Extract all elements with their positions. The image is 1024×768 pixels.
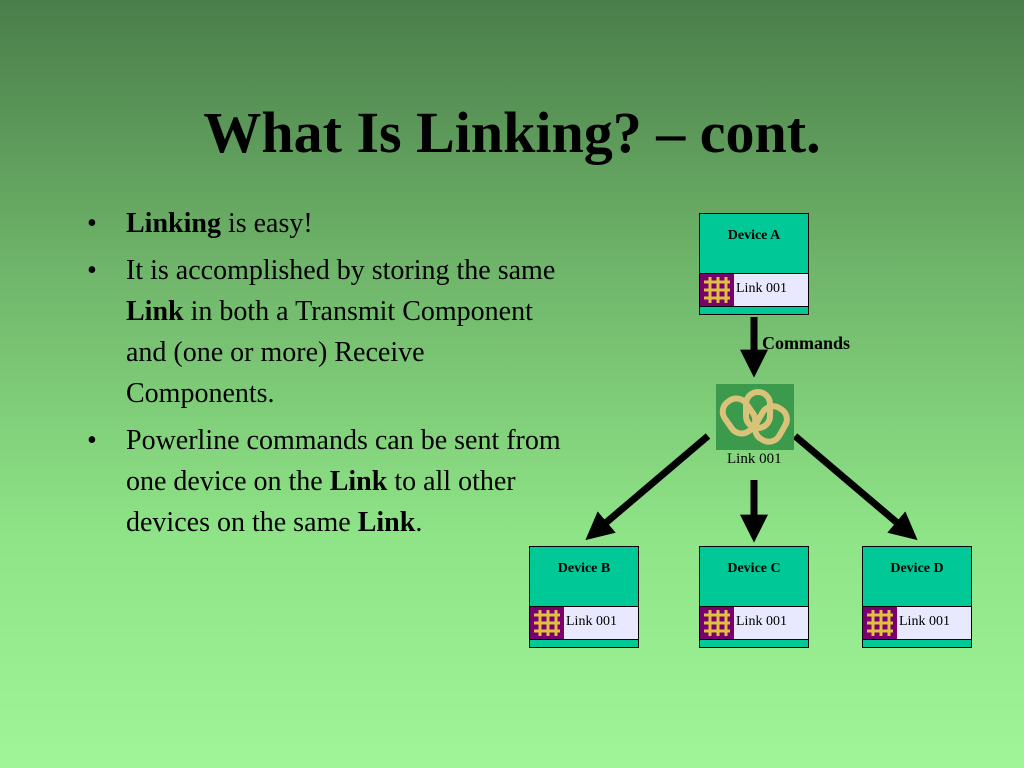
arrow-hub-to-d (792, 433, 918, 541)
chain-link-icon (716, 384, 794, 450)
link-label: Link 001 (736, 614, 787, 629)
device-name: Device A (727, 228, 781, 243)
link-row: Link 001 (700, 273, 808, 307)
bullet-text: to all other devices on the same (126, 466, 516, 538)
link-row: Link 001 (530, 606, 638, 640)
device-a-box: Device A Link 001 (699, 213, 809, 315)
bullet-list: Linking is easy! It is accomplished by s… (87, 203, 567, 549)
link-row: Link 001 (863, 606, 971, 640)
hub-link-label: Link 001 (727, 451, 782, 467)
device-name: Device C (727, 561, 781, 576)
link-label: Link 001 (899, 614, 950, 629)
device-c-box: Device C Link 001 (699, 546, 809, 648)
bullet-text: is easy! (220, 208, 313, 239)
link-label: Link 001 (736, 281, 787, 296)
knot-pattern-icon (530, 607, 564, 639)
knot-pattern-icon (700, 274, 734, 306)
link-row: Link 001 (700, 606, 808, 640)
bullet-text: . (415, 507, 423, 538)
bullet-item: It is accomplished by storing the same L… (87, 250, 567, 414)
bullet-item: Powerline commands can be sent from one … (87, 420, 567, 543)
device-d-box: Device D Link 001 (862, 546, 972, 648)
link-label: Link 001 (566, 614, 617, 629)
bullet-text-bold: Link (126, 296, 184, 327)
device-b-box: Device B Link 001 (529, 546, 639, 648)
bullet-text: It is accomplished by storing the same (126, 255, 556, 286)
device-name: Device B (557, 561, 611, 576)
bullet-text: Powerline commands can be sent from one … (126, 425, 561, 497)
bullet-item: Linking is easy! (87, 203, 567, 244)
commands-label: Commands (762, 333, 851, 353)
knot-pattern-icon (700, 607, 734, 639)
arrow-hub-to-b (585, 433, 711, 541)
slide-title: What Is Linking? – cont. (203, 100, 821, 165)
bullet-text-bold: Linking (126, 208, 221, 239)
bullet-text-bold: Link (329, 466, 388, 497)
bullet-text-bold: Link (357, 507, 416, 538)
device-name: Device D (890, 561, 944, 576)
bullet-text: in both a Transmit Component and (one or… (126, 296, 533, 409)
knot-pattern-icon (863, 607, 897, 639)
